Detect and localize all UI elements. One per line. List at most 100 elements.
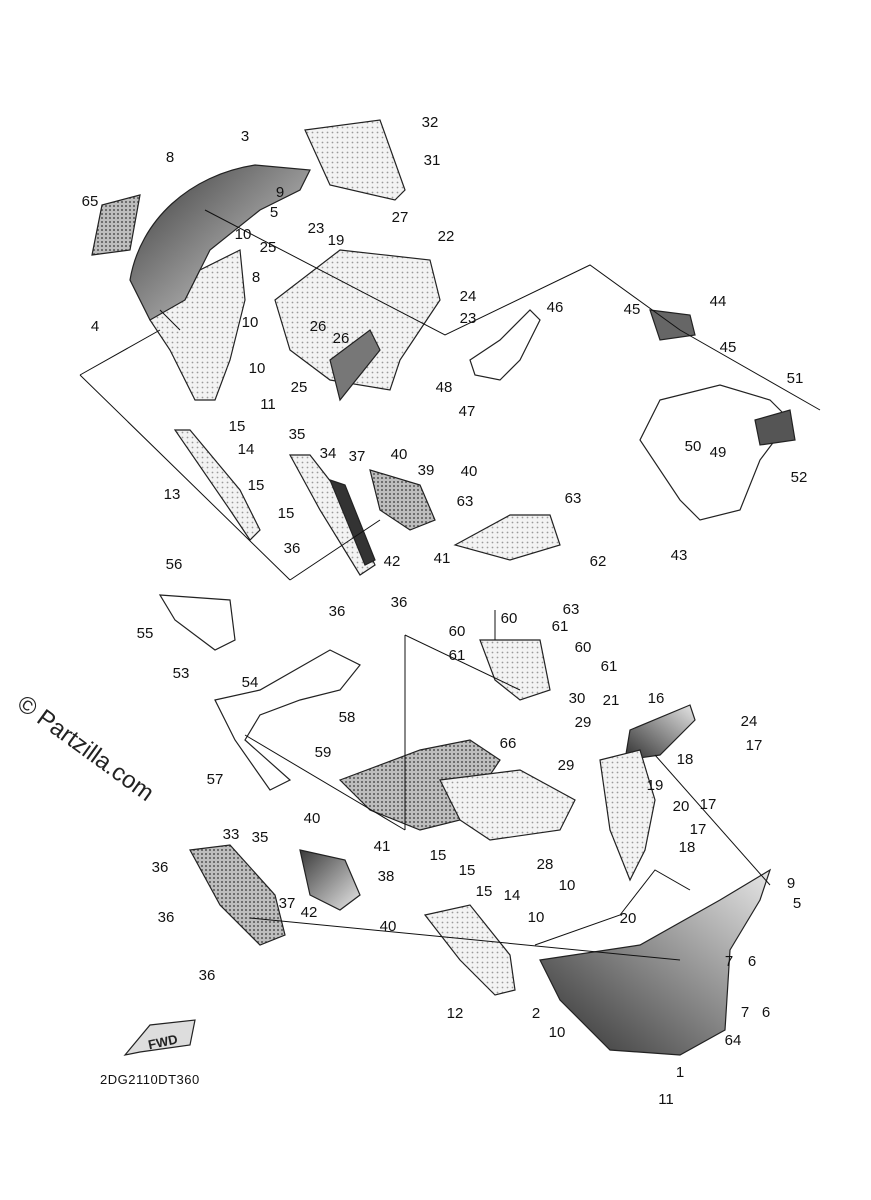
callout-label: 30 — [569, 690, 586, 707]
callout-label: 13 — [164, 486, 181, 503]
part-frame-43 — [639, 384, 796, 521]
callout-label: 66 — [500, 735, 517, 752]
callout-label: 65 — [82, 193, 99, 210]
callout-label: 28 — [537, 856, 554, 873]
callout-label: 8 — [252, 269, 260, 286]
callout-label: 25 — [260, 239, 277, 256]
callout-label: 36 — [158, 909, 175, 926]
callout-label: 6 — [762, 1004, 770, 1021]
callout-label: 61 — [552, 618, 569, 635]
callout-label: 48 — [436, 379, 453, 396]
callout-label: 26 — [310, 318, 327, 335]
callout-label: 18 — [679, 839, 696, 856]
fwd-label: FWD — [147, 1031, 179, 1052]
callout-label: 1 — [676, 1064, 684, 1081]
callout-label: 63 — [565, 490, 582, 507]
callout-label: 24 — [460, 288, 477, 305]
callout-label: 64 — [725, 1032, 742, 1049]
callout-label: 4 — [91, 318, 99, 335]
callout-label: 29 — [575, 714, 592, 731]
callout-label: 14 — [504, 887, 521, 904]
callout-label: 17 — [690, 821, 707, 838]
callout-label: 37 — [279, 895, 296, 912]
callout-label: 63 — [457, 493, 474, 510]
part-emblem-65 — [91, 194, 141, 256]
callout-label: 15 — [278, 505, 295, 522]
part-bracket-30 — [479, 639, 551, 701]
callout-label: 21 — [603, 692, 620, 709]
part-bracket-46 — [469, 309, 541, 381]
callout-label: 53 — [173, 665, 190, 682]
callout-label: 31 — [424, 152, 441, 169]
part-cover-62 — [453, 514, 561, 561]
callout-label: 11 — [260, 396, 276, 413]
callout-label: 49 — [710, 444, 727, 461]
callout-label: 17 — [700, 796, 717, 813]
callout-label: 23 — [308, 220, 325, 237]
callout-label: 25 — [291, 379, 308, 396]
callout-label: 15 — [229, 418, 246, 435]
callout-label: 9 — [787, 875, 795, 892]
diagram-code: 2DG2110DT360 — [100, 1072, 200, 1087]
callout-label: 41 — [434, 550, 451, 567]
callout-label: 47 — [459, 403, 476, 420]
part-side-cover-16 — [599, 704, 696, 882]
callout-label: 57 — [207, 771, 224, 788]
callout-label: 63 — [563, 601, 580, 618]
callout-label: 45 — [624, 301, 641, 318]
callout-label: 40 — [391, 446, 408, 463]
part-side-panel-13 — [173, 429, 261, 541]
callout-label: 5 — [270, 204, 278, 221]
callout-label: 27 — [392, 209, 409, 226]
callout-label: 39 — [418, 462, 435, 479]
callout-label: 60 — [501, 610, 518, 627]
callout-label: 60 — [575, 639, 592, 656]
callout-label: 29 — [558, 757, 575, 774]
callout-label: 10 — [528, 909, 545, 926]
callout-label: 11 — [658, 1091, 674, 1108]
part-bracket-55 — [158, 594, 236, 651]
callout-label: 40 — [461, 463, 478, 480]
reference-lines — [79, 209, 821, 961]
callout-label: 42 — [384, 553, 401, 570]
callout-label: 60 — [449, 623, 466, 640]
callout-label: 15 — [430, 847, 447, 864]
part-frame-57 — [214, 649, 361, 791]
callout-label: 12 — [447, 1005, 464, 1022]
callout-label: 7 — [741, 1004, 749, 1021]
callout-label: 24 — [741, 713, 758, 730]
part-inner-panel-22 — [274, 249, 441, 402]
callout-label: 15 — [459, 862, 476, 879]
callout-label: 3 — [241, 128, 249, 145]
callout-label: 51 — [787, 370, 804, 387]
part-side-cowl-33 — [189, 844, 286, 946]
part-bracket-39 — [369, 469, 436, 531]
callout-label: 54 — [242, 674, 259, 691]
callout-label: 15 — [248, 477, 265, 494]
callout-label: 52 — [791, 469, 808, 486]
callout-label: 38 — [378, 868, 395, 885]
callout-label: 33 — [223, 826, 240, 843]
callout-label: 35 — [289, 426, 306, 443]
fwd-arrow: FWD — [123, 1019, 196, 1056]
callout-label: 44 — [710, 293, 727, 310]
callout-label: 22 — [438, 228, 455, 245]
part-bracket-38 — [299, 849, 361, 911]
part-lower-cowl-12 — [423, 904, 516, 996]
callout-label: 46 — [547, 299, 564, 316]
callout-label: 40 — [380, 918, 397, 935]
callout-label: 32 — [422, 114, 439, 131]
callout-label: 26 — [333, 330, 350, 347]
callout-label: 23 — [460, 310, 477, 327]
part-windshield-31 — [304, 119, 406, 201]
callout-label: 36 — [199, 967, 216, 984]
callout-label: 61 — [601, 658, 618, 675]
callout-label: 36 — [284, 540, 301, 557]
callout-label: 35 — [252, 829, 269, 846]
callout-label: 16 — [648, 690, 665, 707]
callout-label: 6 — [748, 953, 756, 970]
callout-label: 20 — [673, 798, 690, 815]
callout-label: 62 — [590, 553, 607, 570]
callout-label: 36 — [391, 594, 408, 611]
